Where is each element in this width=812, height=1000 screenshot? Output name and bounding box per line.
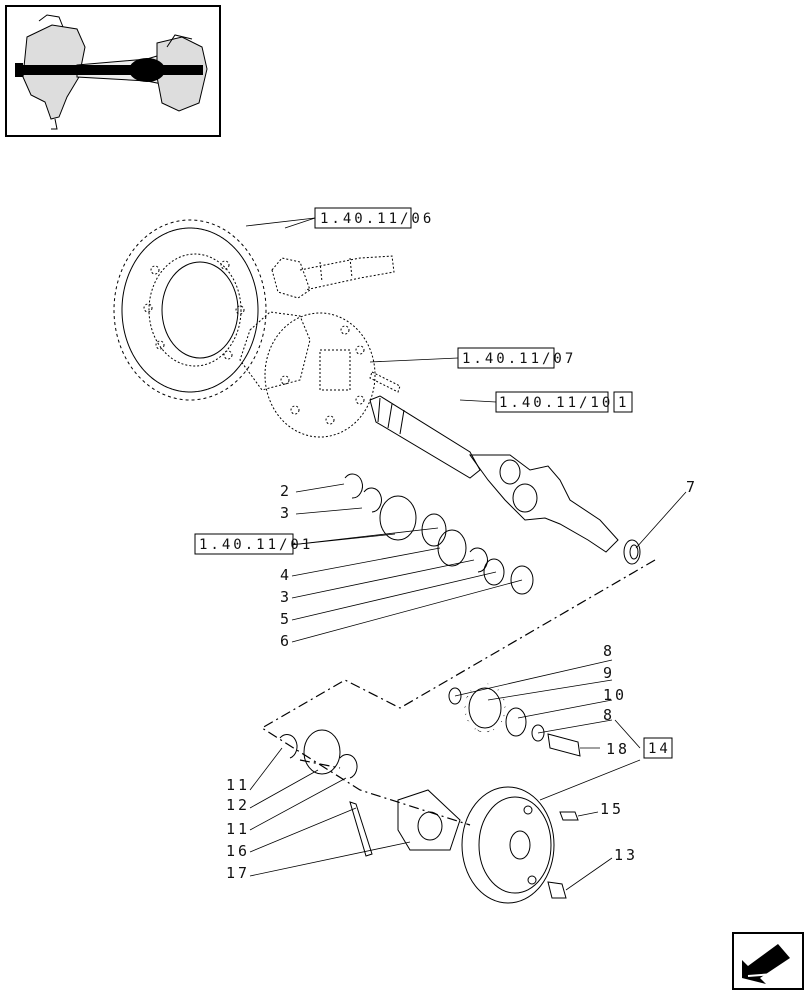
pinion-shaft (271, 255, 395, 299)
callout-10: 10 (603, 686, 627, 704)
ring-gear (113, 219, 267, 401)
flange-plate (349, 789, 461, 857)
callout-8b: 8 (603, 706, 615, 724)
assembly-path-lines (260, 559, 656, 826)
ref-4-text: 1.40.11/01 (199, 537, 313, 553)
ref-2-text: 1.40.11/07 (462, 351, 576, 367)
callout-11a: 11 (226, 776, 250, 794)
callout-labels: 2 3 4 3 5 6 7 8 9 10 8 18 11 12 11 16 17… (226, 478, 698, 882)
callout-17: 17 (226, 864, 250, 882)
callout-5: 5 (280, 610, 292, 628)
ref-1-text: 1.40.11/06 (320, 211, 434, 227)
axle-assembly-thumbnail-icon (15, 14, 208, 130)
pin (369, 371, 401, 393)
differential-case (239, 311, 376, 438)
callout-4: 4 (280, 566, 292, 584)
reference-box-3[interactable]: 1.40.11/10A 1 (495, 391, 633, 413)
callout-13: 13 (614, 846, 638, 864)
upper-parts-cluster (344, 473, 534, 595)
callout-15: 15 (600, 800, 624, 818)
ref-3-text: 1.40.11/10A (499, 395, 625, 411)
leader-lines (245, 217, 687, 891)
callout-18: 18 (606, 740, 630, 758)
callout-9: 9 (603, 664, 615, 682)
previous-page-button[interactable] (732, 932, 804, 990)
reference-box-2[interactable]: 1.40.11/07 (457, 347, 576, 369)
callout-16: 16 (226, 842, 250, 860)
washer-7 (623, 539, 641, 565)
reference-box-5[interactable]: 14 (643, 737, 673, 759)
callout-2: 2 (280, 482, 292, 500)
callout-11b: 11 (226, 820, 250, 838)
axle-thumbnail (5, 5, 221, 137)
ref-5-text: 14 (648, 741, 671, 757)
ref-3-qualifier: 1 (618, 395, 629, 411)
previous-page-arrow-icon (742, 944, 795, 984)
callout-12: 12 (226, 796, 250, 814)
callout-8a: 8 (603, 642, 615, 660)
callout-3a: 3 (280, 504, 292, 522)
axle-shaft (369, 395, 619, 553)
cover (461, 786, 579, 904)
callout-3b: 3 (280, 588, 292, 606)
callout-6: 6 (280, 632, 292, 650)
callout-7: 7 (686, 478, 698, 496)
lower-gears (279, 683, 581, 779)
reference-box-1[interactable]: 1.40.11/06 (314, 207, 434, 229)
reference-box-4[interactable]: 1.40.11/01 (194, 533, 313, 555)
